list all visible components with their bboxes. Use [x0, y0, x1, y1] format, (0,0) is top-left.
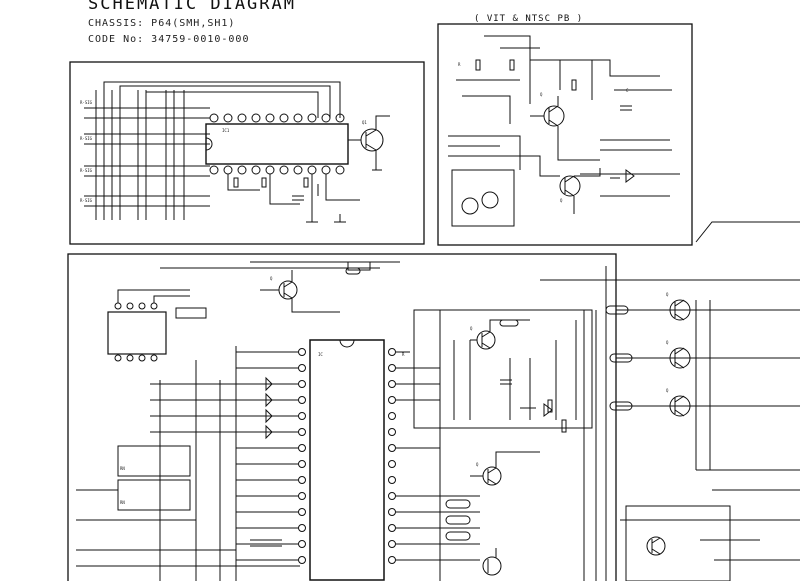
component-annotations: R-SIG R-SIG R-SIG R-SIG IC1 Q1 R Q Q C Q IC R Q… [80, 62, 669, 505]
svg-text:RN: RN [120, 500, 125, 505]
svg-text:Q: Q [470, 326, 473, 331]
svg-text:IC1: IC1 [222, 128, 230, 133]
svg-text:R-SIG: R-SIG [80, 100, 93, 105]
svg-text:R-SIG: R-SIG [80, 168, 93, 173]
svg-text:Q: Q [476, 462, 479, 467]
svg-text:Q: Q [666, 340, 669, 345]
svg-text:Q: Q [666, 292, 669, 297]
vit-ntsc-pb-label: ( VIT & NTSC PB ) [474, 14, 584, 24]
svg-text:Q: Q [270, 276, 273, 281]
svg-text:Q1: Q1 [362, 120, 367, 125]
panel-right-outputs [540, 279, 800, 581]
panel-vit-ntsc [437, 23, 693, 246]
svg-text:IC: IC [318, 352, 323, 357]
panel-main-board [67, 253, 617, 581]
svg-text:R-SIG: R-SIG [80, 198, 93, 203]
svg-text:Q: Q [666, 388, 669, 393]
svg-text:C: C [626, 88, 629, 93]
code-number-label: CODE No: 34759-0010-000 [88, 34, 250, 45]
svg-text:Q: Q [540, 92, 543, 97]
svg-text:R: R [458, 62, 461, 67]
svg-text:RN: RN [120, 466, 125, 471]
chassis-label: CHASSIS: P64(SMH,SH1) [88, 18, 236, 29]
panel-ic-block [69, 61, 425, 245]
svg-text:Q: Q [560, 198, 563, 203]
svg-text:R-SIG: R-SIG [80, 136, 93, 141]
page-title: SCHEMATIC DIAGRAM [88, 0, 296, 14]
right-frame-top [695, 221, 800, 243]
svg-text:R: R [402, 352, 405, 357]
